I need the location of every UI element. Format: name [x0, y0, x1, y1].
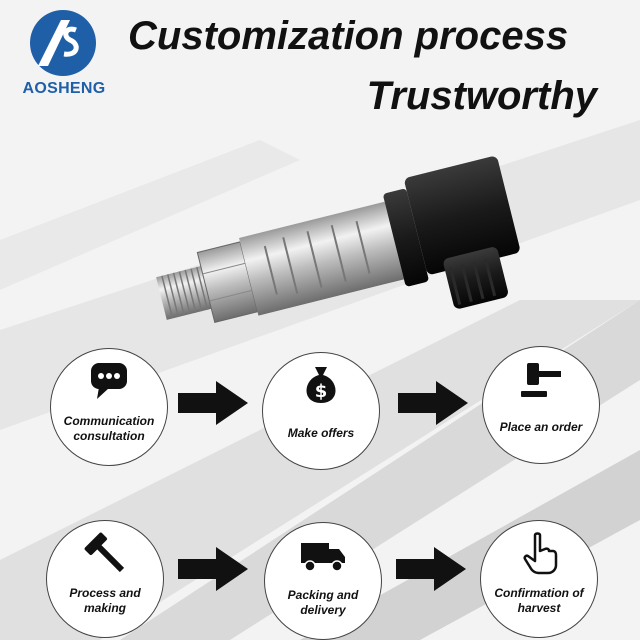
headline-title: Customization process [128, 14, 569, 58]
pressure-transmitter-image [156, 156, 520, 323]
chat-bubble-icon [91, 363, 127, 399]
hammer-icon [84, 532, 125, 573]
arrow-right-icon [178, 381, 248, 425]
aosheng-logo-icon [30, 10, 96, 76]
svg-text:$: $ [315, 381, 328, 402]
step-make-offers: $ Make offers [262, 352, 380, 470]
step-communication-consultation: Communication consultation [50, 348, 168, 466]
brand-logo: AOSHENG [10, 8, 110, 98]
arrow-right-icon [396, 547, 466, 591]
headline: Customization process Trustworthy [128, 12, 633, 120]
step-place-an-order: Place an order [482, 346, 600, 464]
arrow-right-icon [398, 381, 468, 425]
step-confirmation-of-harvest: Confirmation of harvest [480, 520, 598, 638]
step-label: Make offers [287, 425, 355, 440]
step-process-and-making: Process and making [46, 520, 164, 638]
money-bag-icon: $ [306, 367, 336, 403]
step-packing-and-delivery: Packing and delivery [264, 522, 382, 640]
gavel-icon [521, 363, 561, 397]
step-label: Confirmation of harvest [494, 586, 584, 615]
truck-icon [301, 543, 345, 572]
step-label: Packing and delivery [287, 588, 359, 617]
step-label: Place an order [499, 419, 583, 434]
step-label: Process and making [69, 586, 141, 615]
arrow-right-icon [178, 547, 248, 591]
pointing-hand-icon [523, 532, 558, 575]
headline-subtitle: Trustworthy [366, 74, 597, 118]
brand-name: AOSHENG [22, 80, 106, 97]
step-label: Communication consultation [63, 414, 155, 443]
